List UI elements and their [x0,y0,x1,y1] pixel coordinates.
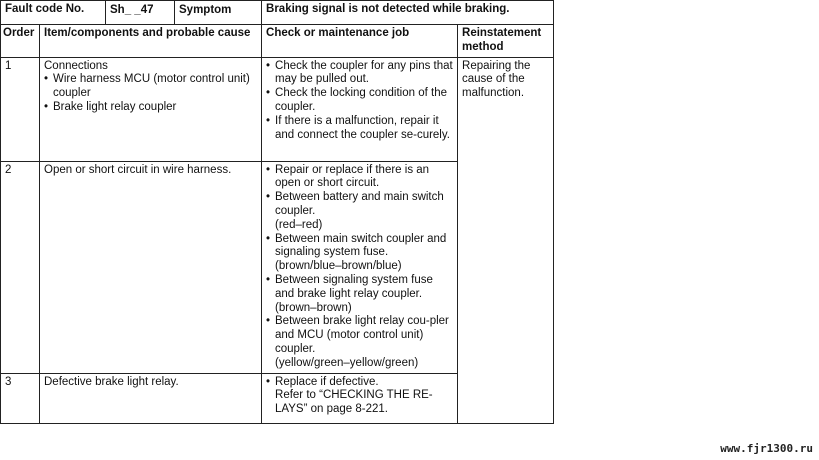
check-item: Between brake light relay cou-pler and M… [266,315,453,356]
symptom-label: Symptom [179,4,232,16]
row-check: Check the coupler for any pins that may … [261,56,459,162]
item-bullet: Wire harness MCU (motor control unit) co… [44,73,257,101]
item-title: Open or short circuit in wire harness. [44,163,232,176]
check-item: Check the coupler for any pins that may … [266,60,453,88]
check-item-note: Refer to “CHECKING THE RE-LAYS” on page … [275,389,433,416]
row-item: Open or short circuit in wire harness. [38,160,263,374]
row-reinstatement: Repairing the cause of the malfunction. [457,56,555,424]
item-title: Defective brake light relay. [44,375,179,388]
table-row: 1 Connections Wire harness MCU (motor co… [0,56,555,424]
fault-header-row: Fault code No. Sh_ _47 Symptom Braking s… [0,0,555,25]
symptom-text: Braking signal is not detected while bra… [261,0,555,25]
fault-code-label: Fault code No. [0,0,107,25]
check-item-note: (brown/blue–brown/blue) [275,260,402,273]
check-item: Between main switch coupler and signalin… [266,233,453,261]
row-order: 1 [0,56,40,162]
col-order: Order [0,24,40,58]
check-item: Between battery and main switch coupler. [266,191,453,219]
item-bullet: Brake light relay coupler [44,101,257,115]
check-item: Repair or replace if there is an open or… [266,164,453,192]
row-check: Repair or replace if there is an open or… [261,160,459,374]
fault-code-value: Sh_ _47 [106,1,176,24]
row-item: Connections Wire harness MCU (motor cont… [38,56,263,162]
fault-code-value-cell: Sh_ _47 Symptom [105,0,263,25]
watermark-text: www.fjr1300.ru [720,442,813,455]
column-header-row: Order Item/components and probable cause… [0,24,555,58]
check-item: Replace if defective. [266,376,453,390]
row-order: 3 [0,372,40,424]
item-title: Connections [44,59,108,72]
col-check: Check or maintenance job [261,24,459,58]
table-row: 3 Defective brake light relay. Replace i… [0,372,554,424]
check-item-note: (yellow/green–yellow/green) [275,356,419,369]
col-item: Item/components and probable cause [38,24,263,58]
item-bullets: Wire harness MCU (motor control unit) co… [44,73,257,114]
table-row: 2 Open or short circuit in wire harness.… [0,160,554,374]
check-item: Between signaling system fuse and brake … [266,274,453,302]
check-item: Check the locking condition of the coupl… [266,87,453,115]
row-item: Defective brake light relay. [38,372,263,424]
fault-table: Fault code No. Sh_ _47 Symptom Braking s… [0,0,554,424]
check-item-note: (red–red) [275,218,323,231]
check-item: If there is a malfunction, repair it and… [266,115,453,143]
row-check: Replace if defective. Refer to “CHECKING… [261,372,459,424]
row-order: 2 [0,160,40,374]
col-reinstatement: Reinstatement method [457,24,555,58]
check-item-note: (brown–brown) [275,301,352,314]
